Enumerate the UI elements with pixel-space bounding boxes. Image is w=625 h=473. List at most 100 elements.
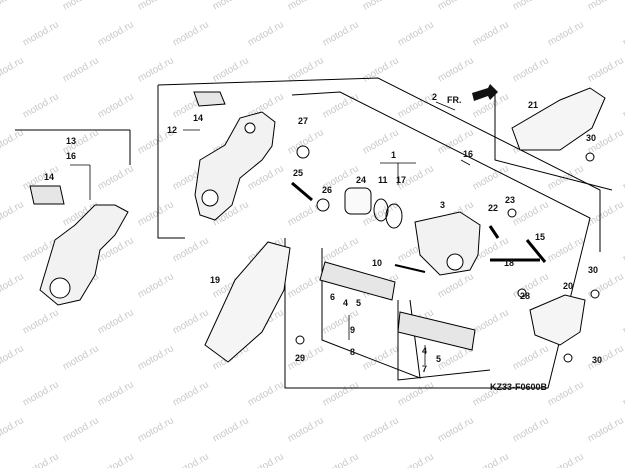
watermark-text: motod.ru [96,451,136,468]
part-label-5b: 5 [436,354,441,364]
bleeder-22 [488,225,500,239]
watermark-text: motod.ru [61,415,101,444]
watermark-text: motod.ru [171,451,211,468]
watermark-text: motod.ru [211,0,251,13]
watermark-text: motod.ru [171,379,211,408]
watermark-text: motod.ru [621,379,625,408]
part-label-14b: 14 [44,172,54,182]
part-label-28: 28 [520,291,530,301]
watermark-text: motod.ru [21,307,61,336]
watermark-text: motod.ru [61,343,101,372]
watermark-text: motod.ru [136,0,176,13]
watermark-text: motod.ru [211,55,251,84]
part-label-18: 18 [504,258,514,268]
part-label-1: 1 [391,150,396,160]
pad-b [397,311,476,351]
watermark-text: motod.ru [136,415,176,444]
watermark-text: motod.ru [246,451,286,468]
cap-23 [507,208,517,218]
frame-bracket-group [157,85,185,239]
part-labels: 1 2 3 4 5 6 7 8 9 10 11 12 13 14 15 16 1… [44,92,602,374]
watermark-text: motod.ru [0,343,26,372]
caliper-guard-20 [529,294,586,346]
cap-27 [296,145,310,159]
part-label-13: 13 [66,136,76,146]
watermark-text: motod.ru [471,19,511,48]
watermark-text: motod.ru [586,199,625,228]
part-label-12: 12 [167,125,177,135]
bolt-25 [291,181,313,202]
watermark-text: motod.ru [0,271,26,300]
watermark-text: motod.ru [586,415,625,444]
part-label-30: 30 [586,133,596,143]
part-label-6: 6 [330,292,335,302]
part-label-10: 10 [372,258,382,268]
frame-guard-right [494,90,613,191]
watermark-text: motod.ru [0,55,26,84]
watermark-text: motod.ru [21,91,61,120]
part-label-21: 21 [528,100,538,110]
bracket-hole-small [244,122,256,134]
caliper-body [414,211,481,276]
bolt-30c [563,353,573,363]
frame-pad-set-b [397,300,491,381]
watermark-text: motod.ru [96,379,136,408]
watermark-text: motod.ru [396,379,436,408]
part-label-7: 7 [422,364,427,374]
watermark-text: motod.ru [621,307,625,336]
caliper-port [446,253,464,271]
watermark-text: motod.ru [21,451,61,468]
piston-seal [373,198,389,222]
bolt-30a [585,152,595,162]
watermark-text: motod.ru [586,0,625,13]
dust-seal [385,203,403,229]
part-label-17: 17 [396,175,406,185]
watermark-text: motod.ru [621,163,625,192]
watermark-text: motod.ru [511,343,551,372]
disc-guard [204,241,291,363]
watermark-text: motod.ru [511,0,551,13]
part-label-27: 27 [298,116,308,126]
watermark-text: motod.ru [246,379,286,408]
watermark-text: motod.ru [211,415,251,444]
part-label-30b: 30 [588,265,598,275]
front-arrow: FR. [447,84,498,105]
watermark-text: motod.ru [61,0,101,13]
watermark-text: motod.ru [96,163,136,192]
part-label-4: 4 [343,298,348,308]
bracket-assembly-hole [49,277,71,299]
watermark-text: motod.ru [621,91,625,120]
watermark-text: motod.ru [471,451,511,468]
diagram-code: KZ33-F0600B [490,382,548,392]
watermark-text: motod.ru [546,379,586,408]
watermark-text: motod.ru [321,91,361,120]
cap-28 [517,288,527,298]
watermark-text: motod.ru [361,415,401,444]
bracket-hole [201,189,219,207]
watermark-text: motod.ru [511,55,551,84]
watermark-text: motod.ru [436,55,476,84]
watermark-text: motod.ru [0,199,26,228]
part-label-9: 9 [350,325,355,335]
watermark-text: motod.ru [96,19,136,48]
watermark-text: motod.ru [0,415,26,444]
watermark-text: motod.ru [286,343,326,372]
part-label-20: 20 [563,281,573,291]
watermark-text: motod.ru [136,199,176,228]
pad-spring [394,264,426,273]
part-label-14: 14 [193,113,203,123]
watermark-text: motod.ru [361,0,401,13]
watermark-text: motod.ru [246,19,286,48]
watermark-text: motod.ru [171,307,211,336]
watermark-text: motod.ru [21,379,61,408]
watermark-text: motod.ru [286,415,326,444]
part-label-2: 2 [432,92,437,102]
part-label-16: 16 [463,149,473,159]
watermark-text: motod.ru [471,307,511,336]
watermark-text: motod.ru [436,0,476,13]
watermark-text: motod.ru [621,235,625,264]
watermark-text: motod.ru [171,235,211,264]
part-label-23: 23 [505,195,515,205]
watermark-text: motod.ru [511,271,551,300]
